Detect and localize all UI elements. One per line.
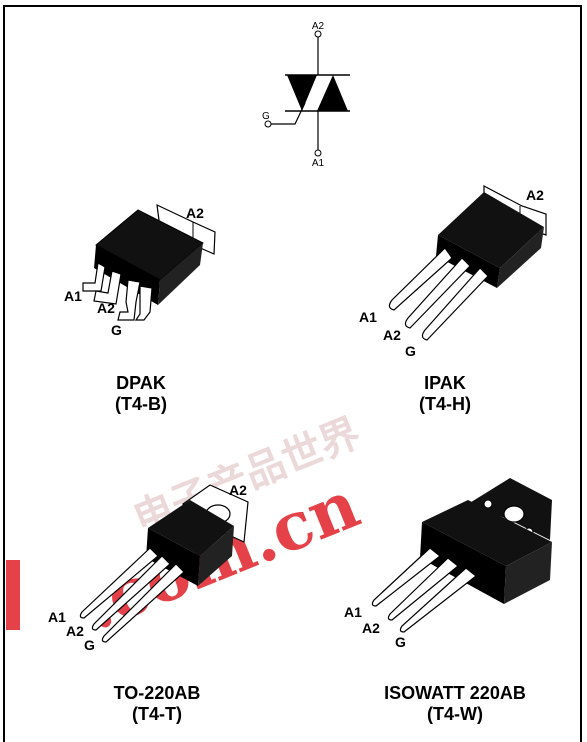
dpak-package: A2 A1 A2 G DPAK (T4-B) [64, 203, 216, 414]
ipak-name: IPAK [424, 373, 466, 393]
isowatt-pin-g: G [395, 634, 406, 650]
isowatt220ab-package: A1 A2 G ISOWATT 220AB (T4-W) [344, 478, 552, 724]
figure-frame [3, 5, 582, 742]
to220-tab-label: A2 [229, 482, 247, 498]
symbol-label-g: G [262, 111, 270, 122]
dpak-code: (T4-B) [115, 394, 167, 414]
symbol-label-a2: A2 [312, 21, 325, 32]
ipak-tab-label: A2 [526, 187, 544, 203]
ipak-package: A2 A1 A2 G IPAK (T4-H) [359, 185, 547, 414]
to220-pin-g: G [84, 637, 95, 653]
watermark-red-bar [6, 560, 20, 630]
isowatt-code: (T4-W) [427, 704, 483, 724]
to220-pin-a1: A1 [48, 609, 66, 625]
isowatt-pin-a1: A1 [344, 604, 362, 620]
triac-symbol: A2 A1 G [262, 21, 350, 169]
ipak-pin-a2: A2 [383, 327, 401, 343]
dpak-tab-label: A2 [186, 205, 204, 221]
isowatt-name: ISOWATT 220AB [384, 683, 526, 703]
dpak-pin-g: G [111, 322, 122, 338]
ipak-pin-g: G [405, 343, 416, 359]
to220ab-package: A2 A1 A2 G TO-220AB (T4-T) [48, 482, 249, 724]
dpak-pin-a2: A2 [97, 300, 115, 316]
to220-pin-a2: A2 [66, 623, 84, 639]
dpak-pin-a1: A1 [64, 288, 82, 304]
isowatt-pin-a2: A2 [362, 620, 380, 636]
dpak-name: DPAK [116, 373, 166, 393]
to220-code: (T4-T) [132, 704, 182, 724]
ipak-code: (T4-H) [419, 394, 471, 414]
to220-name: TO-220AB [114, 683, 201, 703]
ipak-pin-a1: A1 [359, 309, 377, 325]
symbol-label-a1: A1 [312, 158, 325, 169]
